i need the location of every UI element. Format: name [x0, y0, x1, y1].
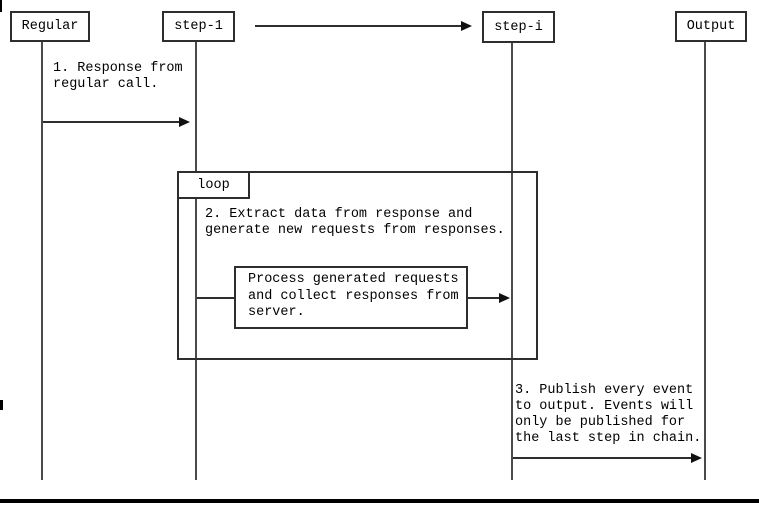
- process-box: Process generated requests and collect r…: [234, 266, 468, 329]
- connector-line-step1-to-process: [197, 297, 234, 299]
- actor-box-output: Output: [675, 11, 747, 42]
- screen-edge-mark-left: [0, 400, 3, 410]
- actor-box-step-1: step-1: [162, 11, 235, 42]
- loop-frame: [177, 171, 538, 360]
- screen-edge-mark-top-left: [0, 0, 2, 12]
- arrow-line-msg1: [43, 121, 180, 123]
- lifeline-regular: [41, 42, 43, 480]
- loop-label: loop: [197, 177, 230, 193]
- actor-box-regular: Regular: [10, 11, 90, 42]
- note-msg3: 3. Publish every event to output. Events…: [515, 383, 702, 446]
- bottom-border-bar: [0, 499, 759, 503]
- lifeline-step-1: [195, 42, 197, 480]
- arrow-line-msg3: [513, 457, 692, 459]
- arrowhead-right-icon: [691, 453, 702, 463]
- arrowhead-right-icon: [179, 117, 190, 127]
- arrowhead-right-icon: [499, 293, 510, 303]
- note-msg2: 2. Extract data from response and genera…: [205, 207, 505, 238]
- arrowhead-right-icon: [461, 21, 472, 31]
- actor-label-regular: Regular: [21, 19, 79, 34]
- loop-label-box: loop: [177, 171, 250, 199]
- arrow-line-process-to-stepi: [468, 297, 499, 299]
- actor-label-output: Output: [686, 19, 736, 34]
- actor-label-step-i: step-i: [494, 19, 543, 35]
- lifeline-output: [704, 42, 706, 480]
- arrow-line-step1-to-stepi: [255, 25, 462, 27]
- note-msg1: 1. Response from regular call.: [53, 61, 183, 92]
- actor-box-step-i: step-i: [482, 11, 555, 43]
- actor-label-step-1: step-1: [174, 19, 223, 34]
- lifeline-step-i: [511, 42, 513, 480]
